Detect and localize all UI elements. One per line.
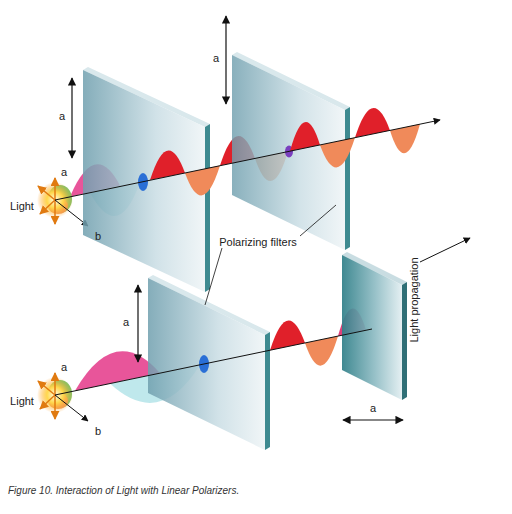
polarizing-filter xyxy=(148,278,265,450)
dimension-label: b xyxy=(95,426,101,437)
dimension-label: b xyxy=(95,231,101,242)
source-ray xyxy=(38,381,55,395)
dimension-label: a xyxy=(123,317,129,328)
text-label: Polarizing filters xyxy=(219,237,297,248)
dimension-label: a xyxy=(213,53,219,64)
source-ray xyxy=(54,373,56,395)
dimension-arrow xyxy=(343,419,403,420)
filter-side-edge xyxy=(205,124,210,292)
source-ray xyxy=(40,395,55,409)
dimension-arrow xyxy=(71,78,72,158)
dimension-arrow xyxy=(137,285,138,362)
light-axis xyxy=(55,329,372,395)
filter-side-edge xyxy=(345,107,350,250)
text-label: Light propagation xyxy=(409,257,420,342)
polarized-wave xyxy=(290,122,320,151)
polarized-wave xyxy=(390,124,420,153)
polarized-wave xyxy=(305,336,338,366)
light-axis xyxy=(55,120,440,200)
polarized-wave xyxy=(185,166,220,196)
axis-arrow xyxy=(55,395,88,421)
crossed-polarizing-filter xyxy=(342,255,402,400)
source-ray xyxy=(54,200,56,224)
polarized-wave xyxy=(355,108,390,138)
source-ray xyxy=(38,186,55,200)
filter-side-edge xyxy=(265,332,270,450)
propagation-arrow xyxy=(420,238,470,262)
dimension-arrow xyxy=(225,16,226,104)
polarized-wave xyxy=(270,320,305,350)
dimension-label: a xyxy=(59,111,65,122)
polarized-wave xyxy=(150,150,185,180)
dimension-label: a xyxy=(61,167,67,178)
figure-caption: Figure 10. Interaction of Light with Lin… xyxy=(8,486,239,496)
source-ray xyxy=(40,200,55,214)
polarized-wave xyxy=(320,138,355,168)
leader-line xyxy=(300,205,336,236)
text-label: Light xyxy=(10,201,34,212)
top-assembly xyxy=(37,16,440,292)
filter-side-edge xyxy=(402,282,407,400)
text-label: Light xyxy=(10,396,34,407)
bottom-assembly xyxy=(37,238,470,450)
source-ray xyxy=(54,395,56,419)
dimension-label: a xyxy=(61,362,67,373)
dimension-label: a xyxy=(370,403,376,414)
leader-line xyxy=(205,248,222,305)
source-ray xyxy=(54,178,56,200)
